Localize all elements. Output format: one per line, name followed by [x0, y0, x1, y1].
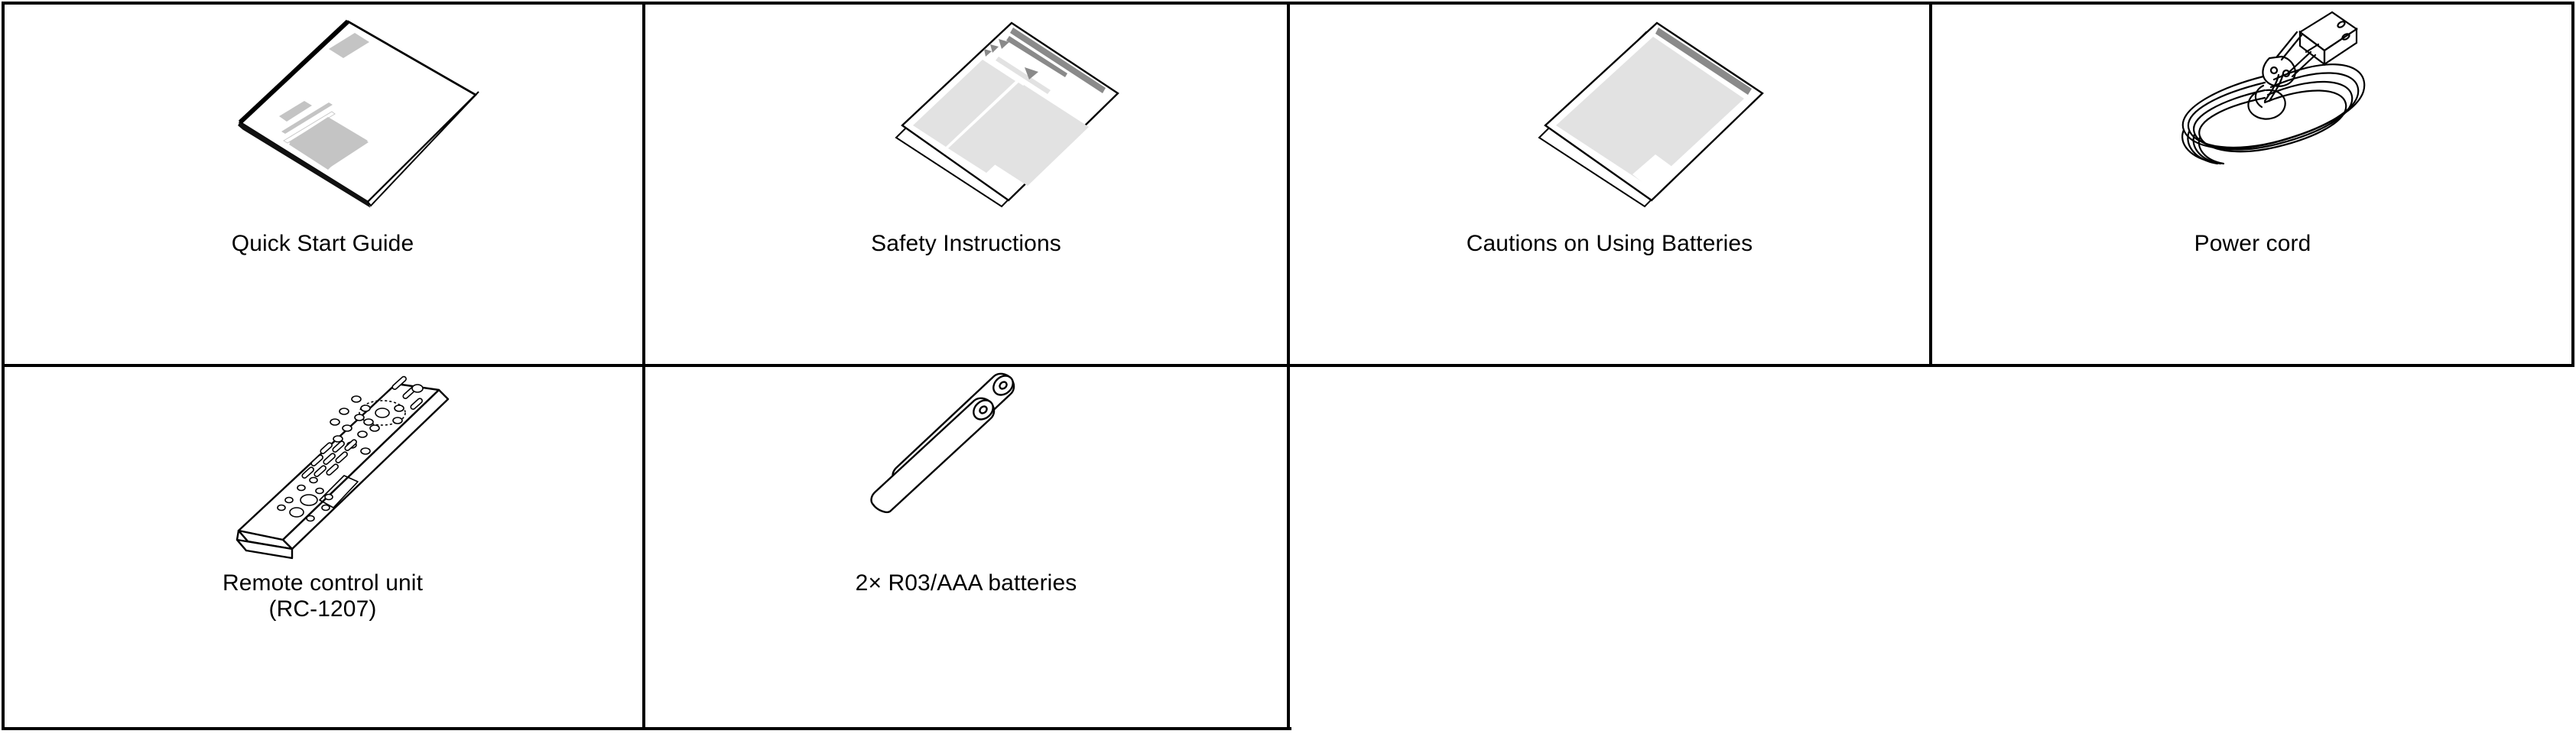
booklet-icon: [238, 19, 479, 208]
accessory-caption-line1: Cautions on Using Batteries: [1466, 231, 1753, 256]
grid-border-bottom: [2, 727, 1291, 730]
accessory-caption-line1: Power cord: [2194, 231, 2311, 256]
accessory-caption-line2: (RC-1207): [268, 596, 377, 622]
leaflet-illustration-wrap: [644, 2, 1288, 231]
accessory-cell-empty: [1288, 365, 2574, 730]
batteries-illustration-wrap: [644, 365, 1288, 570]
leaflet-illustration-wrap: [1288, 2, 1931, 231]
remote-illustration-wrap: [2, 365, 644, 570]
power-cord-icon: [2181, 11, 2366, 165]
accessory-caption-line1: Quick Start Guide: [231, 231, 414, 256]
accessory-caption: 2× R03/AAA batteries: [644, 570, 1288, 596]
grid-column-divider-1: [642, 2, 645, 730]
accessory-cell-power-cord: Power cord: [1931, 2, 2574, 365]
grid-column-divider-2: [1287, 2, 1290, 730]
accessory-caption-line1: Remote control unit: [222, 570, 424, 596]
power-cord-illustration-wrap: [1931, 2, 2574, 231]
accessory-cell-aaa-batteries: 2× R03/AAA batteries: [644, 365, 1288, 730]
leaflet-icon: [894, 21, 1119, 208]
accessory-caption: Power cord: [1931, 231, 2574, 257]
accessory-caption-line1: Safety Instructions: [871, 231, 1061, 256]
accessory-cell-remote-control-unit: Remote control unit (RC-1207): [2, 365, 644, 730]
remote-control-icon: [236, 375, 450, 560]
accessory-caption: Remote control unit (RC-1207): [2, 570, 644, 622]
accessory-cell-cautions-on-using-batteries: Cautions on Using Batteries: [1288, 2, 1931, 365]
leaflet-icon: [1538, 21, 1764, 208]
accessory-caption: Quick Start Guide: [2, 231, 644, 257]
batteries-icon: [869, 372, 1015, 514]
booklet-illustration-wrap: [2, 2, 644, 231]
accessory-caption-line1: 2× R03/AAA batteries: [855, 570, 1077, 596]
accessory-caption: Cautions on Using Batteries: [1288, 231, 1931, 257]
grid-border-right-row1: [2571, 2, 2574, 367]
accessory-cell-safety-instructions: Safety Instructions: [644, 2, 1288, 365]
grid-column-divider-3: [1929, 2, 1932, 367]
accessory-caption: Safety Instructions: [644, 231, 1288, 257]
accessory-cell-quick-start-guide: Quick Start Guide: [2, 2, 644, 365]
